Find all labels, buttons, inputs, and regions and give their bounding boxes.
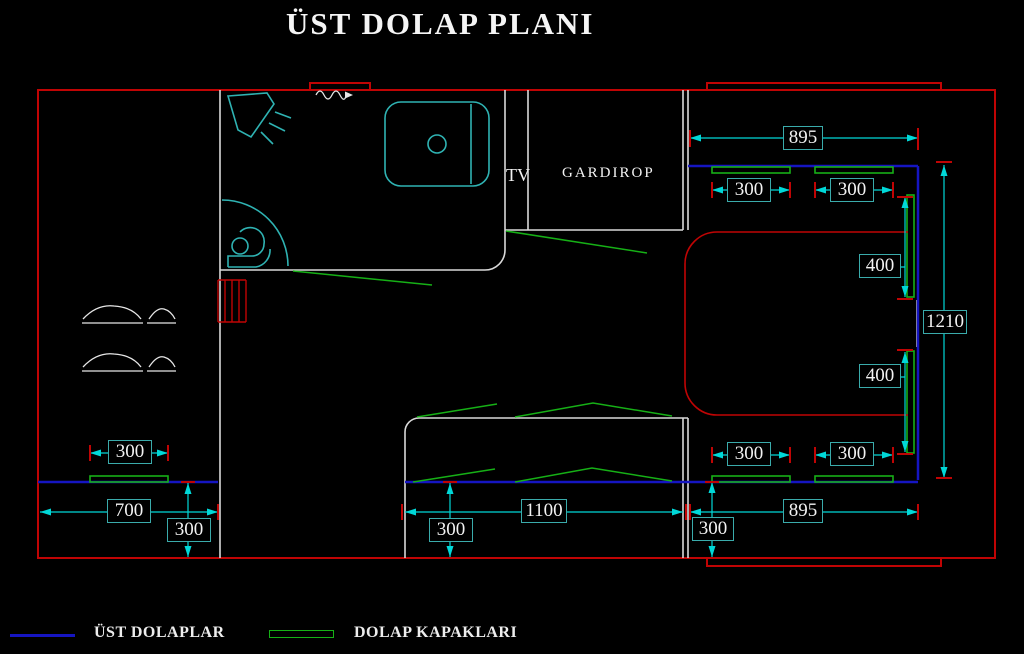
interior-walls (219, 90, 918, 558)
legend-door-swatch (269, 630, 334, 638)
radiator-hatch (217, 279, 247, 323)
dim-bottom-mid-300: 300 (429, 518, 473, 542)
dim-bottom-right-300: 300 (692, 517, 734, 541)
wavy-arrow-icon (315, 90, 353, 100)
legend-upper-cabinets-label: ÜST DOLAPLAR (94, 624, 225, 641)
shower-tray (384, 101, 490, 187)
dim-right-400-b: 400 (859, 364, 901, 388)
cabinet-door-panels (89, 166, 915, 483)
dim-bottom-300-a: 300 (727, 442, 771, 466)
gardirop-label: GARDIROP (562, 165, 655, 181)
dim-right-400-a: 400 (859, 254, 901, 278)
drawing-title: ÜST DOLAP PLANI (286, 6, 595, 41)
dimension-lines (40, 137, 945, 557)
tv-label: TV (506, 165, 530, 185)
dim-bottom-1100: 1100 (521, 499, 567, 523)
dimension-arrows (40, 134, 948, 557)
bed-outline (684, 231, 908, 416)
dim-left-700: 700 (107, 499, 151, 523)
dim-top-300-a: 300 (727, 178, 771, 202)
dim-bottom-300-b: 300 (830, 442, 874, 466)
shower-head-icon (226, 92, 292, 145)
dim-bottom-895: 895 (783, 499, 823, 523)
pillow-symbols (82, 305, 176, 372)
dim-top-300-b: 300 (830, 178, 874, 202)
toilet (221, 199, 289, 268)
legend-upper-cabinet-swatch (10, 634, 75, 637)
dim-left-300: 300 (108, 440, 152, 464)
upper-cabinet-lines (38, 164, 920, 484)
dim-top-895: 895 (783, 126, 823, 150)
dim-bottom-left-300: 300 (167, 518, 211, 542)
legend-cabinet-doors-label: DOLAP KAPAKLARI (354, 624, 518, 641)
dimension-ticks (89, 128, 952, 520)
dim-right-1210: 1210 (923, 310, 967, 334)
open-door-lines (292, 230, 673, 483)
outer-wall-outline (37, 82, 996, 567)
